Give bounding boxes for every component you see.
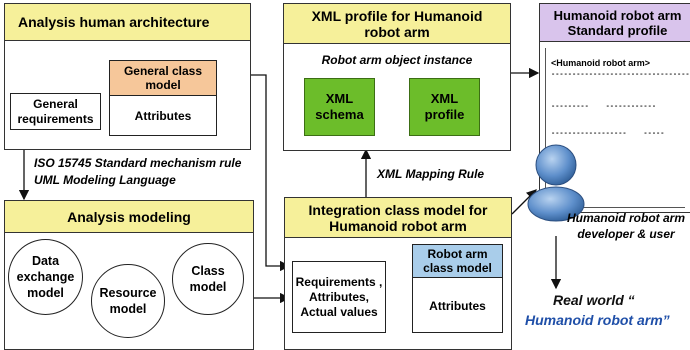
data-exchange-model-circle: Data exchange model <box>8 239 83 315</box>
data-exchange-model-label: Data exchange model <box>16 254 75 300</box>
standard-rule-text: ISO 15745 Standard mechanism rule UML Mo… <box>34 155 274 189</box>
standard-profile-header: Humanoid robot arm Standard profile <box>540 4 690 42</box>
robot-arm-attributes-label: Attributes <box>429 299 486 313</box>
robot-arm-class-model-header: Robot arm class model <box>413 245 502 278</box>
general-attributes-label: Attributes <box>134 109 192 123</box>
xml-profile-title: XML profile for Humanoid robot arm <box>311 7 483 40</box>
standard-profile-doc: <Humanoid robot arm> -------------------… <box>545 48 690 208</box>
xml-profile-header: XML profile for Humanoid robot arm <box>284 4 510 44</box>
general-requirements-label: General requirements <box>17 96 94 126</box>
standard-profile-tag: <Humanoid robot arm> <box>551 58 651 68</box>
class-model-circle: Class model <box>172 243 244 315</box>
user-label-text: Humanoid robot arm developer & user <box>566 211 685 241</box>
general-class-model-header: General class model <box>110 61 216 96</box>
standard-profile-line-1: --------------------------------- <box>551 71 690 79</box>
general-class-model-label: General class model <box>123 64 203 92</box>
resource-model-label: Resource model <box>99 286 157 316</box>
real-world-text: Real world “ Humanoid robot arm” <box>525 290 690 330</box>
xml-schema-label: XML schema <box>315 91 364 122</box>
robot-arm-class-model-box: Robot arm class model Attributes <box>412 244 503 333</box>
arrow-architecture-to-integration <box>250 74 291 272</box>
standard-rule-line1: ISO 15745 Standard mechanism rule <box>34 156 242 170</box>
general-attributes-cell: Attributes <box>110 96 216 136</box>
general-class-model-box: General class model Attributes <box>109 60 217 136</box>
standard-profile-title: Humanoid robot arm Standard profile <box>553 7 682 38</box>
xml-profile-label: XML profile <box>424 91 465 122</box>
user-label: Humanoid robot arm developer & user <box>562 210 690 242</box>
class-model-label: Class model <box>189 264 227 294</box>
analysis-architecture-title: Analysis human architecture <box>18 14 210 30</box>
standard-rule-line2: UML Modeling Language <box>34 173 176 187</box>
real-world-line1: Real world “ <box>553 292 635 308</box>
analysis-architecture-header: Analysis human architecture <box>5 4 250 41</box>
resource-model-circle: Resource model <box>91 264 165 338</box>
real-world-line2: Humanoid robot arm” <box>525 312 670 328</box>
analysis-modeling-title: Analysis modeling <box>67 208 191 225</box>
integration-requirements-box: Requirements , Attributes, Actual values <box>292 261 386 333</box>
standard-profile-line-3: ------------------ ----- <box>551 130 665 138</box>
arrow-integration-to-user <box>511 189 537 215</box>
general-requirements-box: General requirements <box>10 93 101 130</box>
robot-arm-attributes-cell: Attributes <box>413 278 502 334</box>
integration-requirements-label: Requirements , Attributes, Actual values <box>295 274 383 319</box>
integration-header: Integration class model for Humanoid rob… <box>285 198 511 238</box>
robot-arm-instance-label: Robot arm object instance <box>321 53 473 67</box>
analysis-modeling-header: Analysis modeling <box>5 201 253 233</box>
integration-title: Integration class model for Humanoid rob… <box>308 201 488 234</box>
xml-schema-box: XML schema <box>304 78 375 136</box>
xml-mapping-rule: XML Mapping Rule <box>377 167 485 181</box>
standard-profile-line-2: --------- ------------ <box>551 103 657 111</box>
robot-arm-class-model-label: Robot arm class model <box>423 247 492 275</box>
xml-profile-box: XML profile <box>409 78 480 136</box>
